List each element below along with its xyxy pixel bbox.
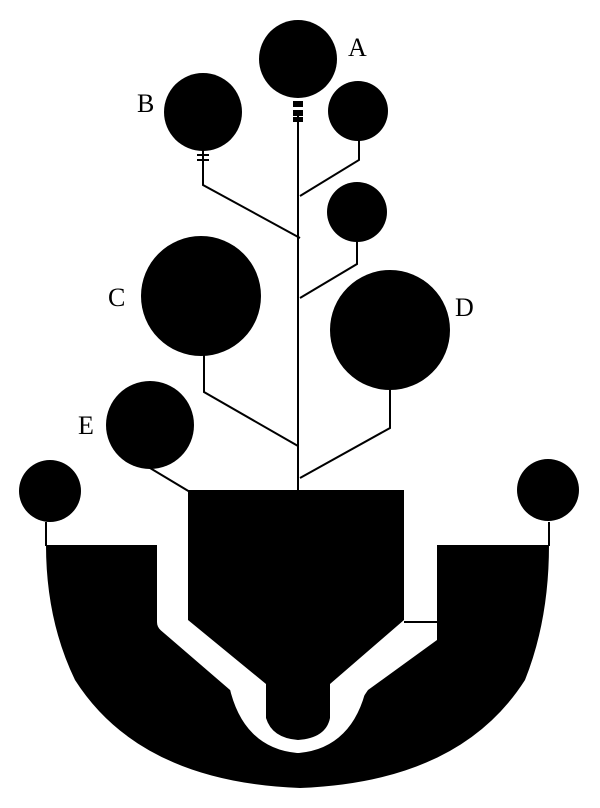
circle-right xyxy=(517,459,579,521)
label-c: C xyxy=(108,283,125,312)
branch-mid-right xyxy=(299,240,358,299)
circle-d xyxy=(330,270,450,390)
circle-left xyxy=(19,460,81,522)
valve-b xyxy=(197,154,209,161)
circle-top-right xyxy=(328,81,388,141)
node-labels: A B C D E xyxy=(78,33,474,440)
bowl-right-segment xyxy=(300,545,549,788)
branch-d xyxy=(299,390,391,479)
branch-c xyxy=(203,355,299,447)
circle-mid-right xyxy=(327,182,387,242)
branch-b xyxy=(202,150,301,239)
channel-network xyxy=(45,110,550,546)
label-d: D xyxy=(455,293,474,322)
central-reservoir xyxy=(188,490,404,740)
branch-top-right xyxy=(299,140,360,197)
bowl-chamber xyxy=(46,545,549,788)
circle-b xyxy=(164,73,242,151)
circle-e xyxy=(106,381,194,469)
reservoir-circles xyxy=(19,20,579,522)
circle-a xyxy=(259,20,337,98)
label-e: E xyxy=(78,411,94,440)
circle-c xyxy=(141,236,261,356)
valve-markers xyxy=(197,101,303,161)
bowl-channel xyxy=(157,545,437,753)
bowl-left-segment xyxy=(46,545,300,788)
branch-e xyxy=(149,467,191,493)
valve-a xyxy=(293,101,303,122)
label-b: B xyxy=(137,89,154,118)
label-a: A xyxy=(348,33,367,62)
